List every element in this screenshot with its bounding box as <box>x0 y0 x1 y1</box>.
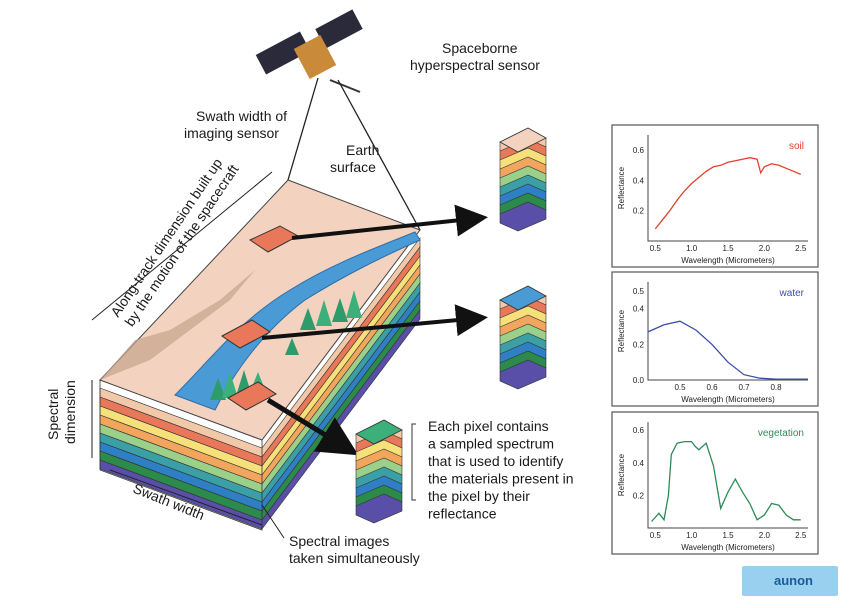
arrow-to-vegetation-stack <box>266 397 359 456</box>
stack-top <box>499 127 547 153</box>
description-line: that is used to identify <box>428 453 563 469</box>
y-tick-label: 0.2 <box>633 491 645 500</box>
stack-layer <box>355 493 403 524</box>
y-tick-label: 0.4 <box>633 305 645 314</box>
swath-width-line <box>109 469 263 526</box>
chart-frame <box>611 124 819 268</box>
x-tick-label: 0.7 <box>738 383 750 392</box>
y-axis-label: Reflectance <box>617 453 626 496</box>
pixel-stack-water <box>499 285 547 390</box>
x-tick-label: 0.6 <box>706 383 718 392</box>
x-tick-label: 2.5 <box>795 244 807 253</box>
series-line-water <box>647 320 808 380</box>
arrow-to-soil-stack <box>291 204 488 240</box>
pixel-description: Each pixel contains a sampled spectrumtha… <box>428 418 574 522</box>
description-bracket <box>411 423 416 501</box>
description-line: a sampled spectrum <box>428 436 554 452</box>
chart-frame <box>611 411 819 555</box>
pixel-vegetation <box>227 381 277 411</box>
chart-axes <box>647 135 808 242</box>
y-tick-label: 0.6 <box>633 146 645 155</box>
chart-axes <box>647 282 808 381</box>
spectral-dim-line2: dimension <box>62 380 78 444</box>
x-tick-label: 2.5 <box>795 531 807 540</box>
series-label-soil: soil <box>789 141 804 152</box>
x-tick-label: 0.5 <box>674 383 686 392</box>
y-axis-label: Reflectance <box>617 166 626 209</box>
y-tick-label: 0.4 <box>633 176 645 185</box>
spectral-dim-line1: Spectral <box>45 389 61 440</box>
y-tick-label: 0.6 <box>633 426 645 435</box>
x-tick-label: 1.0 <box>686 244 698 253</box>
y-tick-label: 0.0 <box>633 376 645 385</box>
swath-line-right <box>337 79 421 231</box>
x-tick-label: 1.5 <box>722 531 734 540</box>
spectral-images-pointer <box>261 504 285 539</box>
spectral-images-line2: taken simultaneously <box>289 550 420 566</box>
x-tick-label: 0.5 <box>650 531 662 540</box>
swath-sensor-label-line2: imaging sensor <box>184 125 279 141</box>
y-tick-label: 0.5 <box>633 287 645 296</box>
series-label-vegetation: vegetation <box>758 428 804 439</box>
y-axis-label: Reflectance <box>617 309 626 352</box>
series-label-water: water <box>779 288 805 299</box>
pixel-stack-soil <box>499 127 547 232</box>
y-tick-label: 0.2 <box>633 207 645 216</box>
sensor-label-line2: hyperspectral sensor <box>410 57 540 73</box>
pixel-water <box>221 319 271 349</box>
stack-top <box>499 285 547 311</box>
x-tick-label: 0.5 <box>650 244 662 253</box>
spectral-dimension-label: Spectral dimension <box>45 380 78 444</box>
x-axis-label: Wavelength (Micrometers) <box>681 395 775 404</box>
soil-region <box>100 270 255 380</box>
sensor-label-line1: Spaceborne <box>442 40 518 56</box>
x-tick-label: 1.5 <box>722 244 734 253</box>
logo: aunon <box>742 566 838 596</box>
x-axis-label: Wavelength (Micrometers) <box>681 256 775 265</box>
swath-sensor-label-line1: Swath width of <box>196 108 287 124</box>
along-track-dimension-line <box>91 171 273 321</box>
chart-axes <box>647 422 808 529</box>
x-tick-label: 0.8 <box>770 383 782 392</box>
stack-layer <box>499 201 547 232</box>
description-line: the pixel by their <box>428 488 530 504</box>
x-tick-label: 1.0 <box>686 531 698 540</box>
stack-top <box>355 419 403 445</box>
x-axis-label: Wavelength (Micrometers) <box>681 543 775 552</box>
pixel-stack-vegetation <box>355 419 403 524</box>
chart-frame <box>611 271 819 407</box>
earth-label-line1: Earth <box>346 142 379 158</box>
y-tick-label: 0.2 <box>633 340 645 349</box>
description-line: the materials present in <box>428 471 574 487</box>
earth-surface <box>99 179 421 441</box>
x-tick-label: 2.0 <box>759 244 771 253</box>
earth-label-line2: surface <box>330 159 376 175</box>
arrow-to-water-stack <box>261 304 488 340</box>
series-line-vegetation <box>651 440 801 522</box>
swath-line-left <box>287 77 319 181</box>
satellite-icon <box>255 9 363 93</box>
x-tick-label: 2.0 <box>759 531 771 540</box>
description-line: Each pixel contains <box>428 418 549 434</box>
y-tick-label: 0.4 <box>633 459 645 468</box>
spectral-images-line1: Spectral images <box>289 533 389 549</box>
description-line: reflectance <box>428 506 497 522</box>
stack-layer <box>499 359 547 390</box>
series-line-soil <box>654 157 801 230</box>
logo-text: aunon <box>774 573 813 588</box>
